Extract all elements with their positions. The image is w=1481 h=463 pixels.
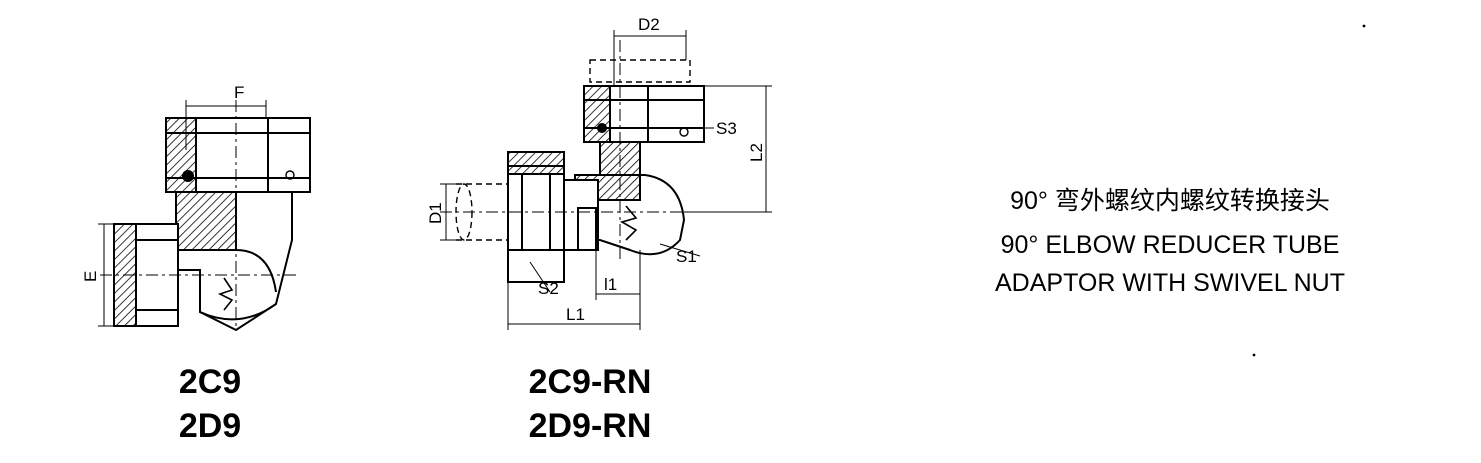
description-en-line1: 90° ELBOW REDUCER TUBE [1000, 231, 1340, 259]
dim-label-l1-small: l1 [604, 275, 617, 294]
speck-mark [1362, 24, 1366, 28]
middle-fitting-drawing [440, 30, 772, 330]
dim-label-d2: D2 [638, 15, 660, 34]
speck-mark [1252, 353, 1256, 357]
code-2c9-rn: 2C9-RN [528, 363, 652, 401]
dim-label-l2: L2 [747, 143, 766, 162]
description-en-line2: ADAPTOR WITH SWIVEL NUT [994, 269, 1346, 297]
dim-label-s3: S3 [716, 119, 737, 138]
dim-label-d1: D1 [426, 202, 445, 224]
dim-label-l1: L1 [566, 305, 585, 324]
left-fitting-drawing [98, 100, 311, 332]
dim-label-f: F [234, 83, 244, 102]
description-cn: 90° 弯外螺纹内螺纹转换接头 [1010, 187, 1330, 215]
code-2d9: 2D9 [178, 407, 242, 445]
code-2c9: 2C9 [178, 363, 242, 401]
dim-label-e: E [81, 271, 100, 282]
code-2d9-rn: 2D9-RN [528, 407, 652, 445]
dim-label-s1: S1 [676, 247, 697, 266]
dim-label-s2: S2 [538, 279, 559, 298]
